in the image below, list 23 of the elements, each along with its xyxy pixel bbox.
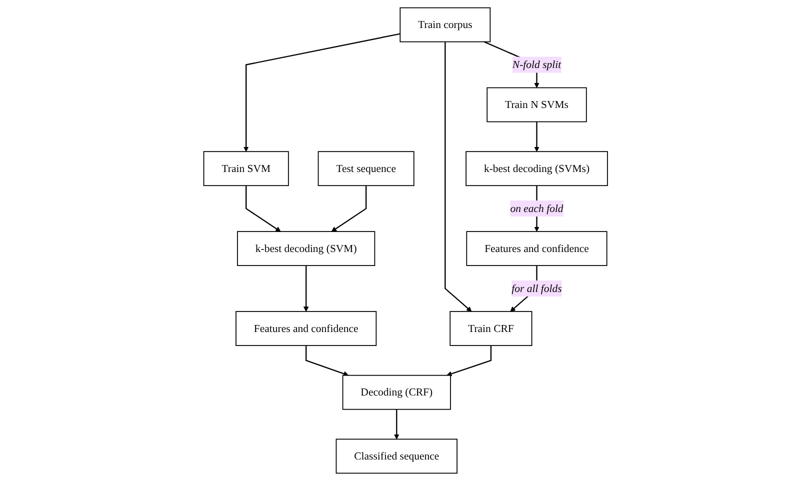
node-box: Decoding (CRF) — [342, 374, 451, 410]
node-box: Test sequence — [318, 151, 414, 186]
arrow — [394, 409, 400, 440]
arrow — [446, 346, 492, 376]
arrow — [444, 42, 472, 312]
edge-label: N-fold split — [512, 58, 561, 70]
node-box: k-best decoding (SVMs) — [465, 151, 608, 186]
node-box: k-best decoding (SVM) — [236, 231, 376, 266]
edge-label: on each fold — [510, 202, 564, 214]
arrow — [245, 186, 281, 232]
arrow — [303, 266, 309, 312]
node-box: Train N SVMs — [486, 87, 587, 122]
arrow — [243, 33, 400, 152]
node-box: Train corpus — [400, 7, 490, 42]
arrow — [534, 122, 540, 152]
node-box: Features and confidence — [235, 311, 376, 346]
edge-label: for all folds — [512, 282, 562, 294]
node-box: Train CRF — [450, 311, 532, 346]
node-box: Classified sequence — [336, 438, 458, 474]
arrow — [305, 346, 348, 376]
arrow — [331, 186, 367, 232]
node-box: Features and confidence — [466, 231, 608, 266]
node-box: Train SVM — [203, 151, 289, 186]
